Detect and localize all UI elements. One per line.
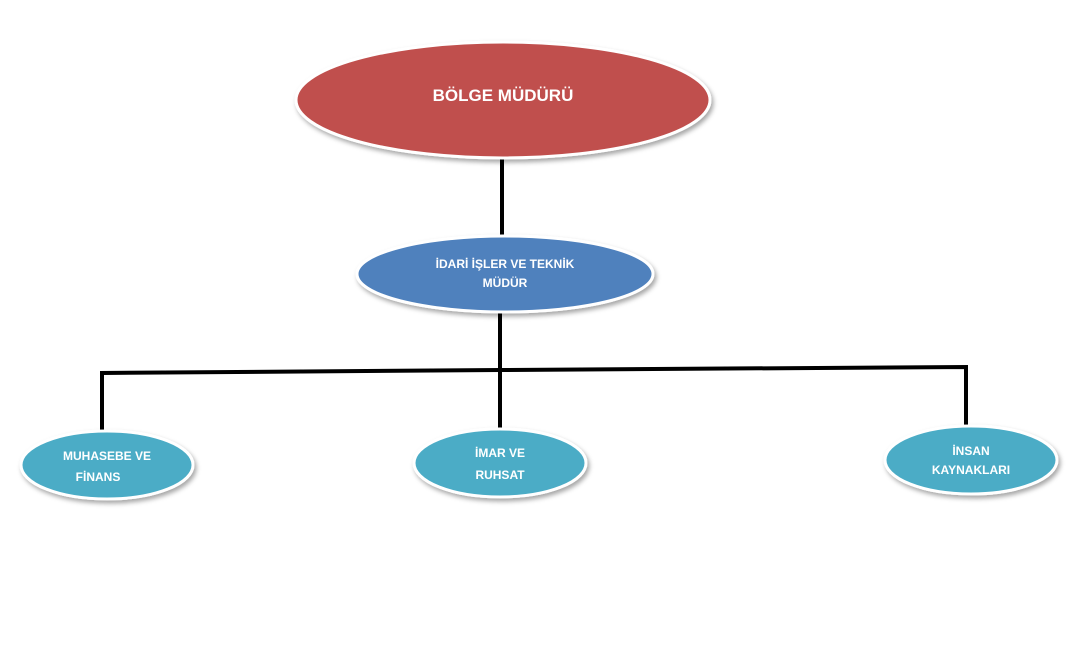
department-node-imar-label-line-1: İMAR VE: [475, 445, 525, 460]
manager-node: İDARİ İŞLER VE TEKNİK MÜDÜR: [355, 234, 655, 314]
connector-lines: [100, 158, 968, 430]
root-node-shape: [294, 40, 712, 160]
manager-node-label-line-2: MÜDÜR: [483, 275, 528, 290]
root-node: BÖLGE MÜDÜRÜ: [294, 40, 712, 160]
manager-node-shape: [355, 234, 655, 314]
department-node-imar-label-line-2: RUHSAT: [475, 468, 525, 482]
department-node-insan-kaynaklari-shape: [883, 424, 1059, 496]
manager-node-label-line-1: İDARİ İŞLER VE TEKNİK: [436, 256, 575, 271]
department-node-insan-kaynaklari: İNSAN KAYNAKLARI: [883, 424, 1059, 496]
department-node-muhasebe-shape: [19, 429, 195, 501]
department-node-insan-kaynaklari-label-line-1: İNSAN: [952, 443, 989, 458]
department-bus-connector: [100, 364, 968, 430]
department-node-muhasebe: MUHASEBE VE FİNANS: [19, 429, 195, 501]
root-node-label: BÖLGE MÜDÜRÜ: [433, 86, 574, 105]
department-node-insan-kaynaklari-label-line-2: KAYNAKLARI: [932, 463, 1010, 477]
department-node-muhasebe-label-line-1: MUHASEBE VE: [63, 449, 151, 463]
department-node-imar-shape: [412, 427, 588, 499]
department-node-muhasebe-label-line-2: FİNANS: [76, 469, 121, 484]
department-node-imar: İMAR VE RUHSAT: [412, 427, 588, 499]
